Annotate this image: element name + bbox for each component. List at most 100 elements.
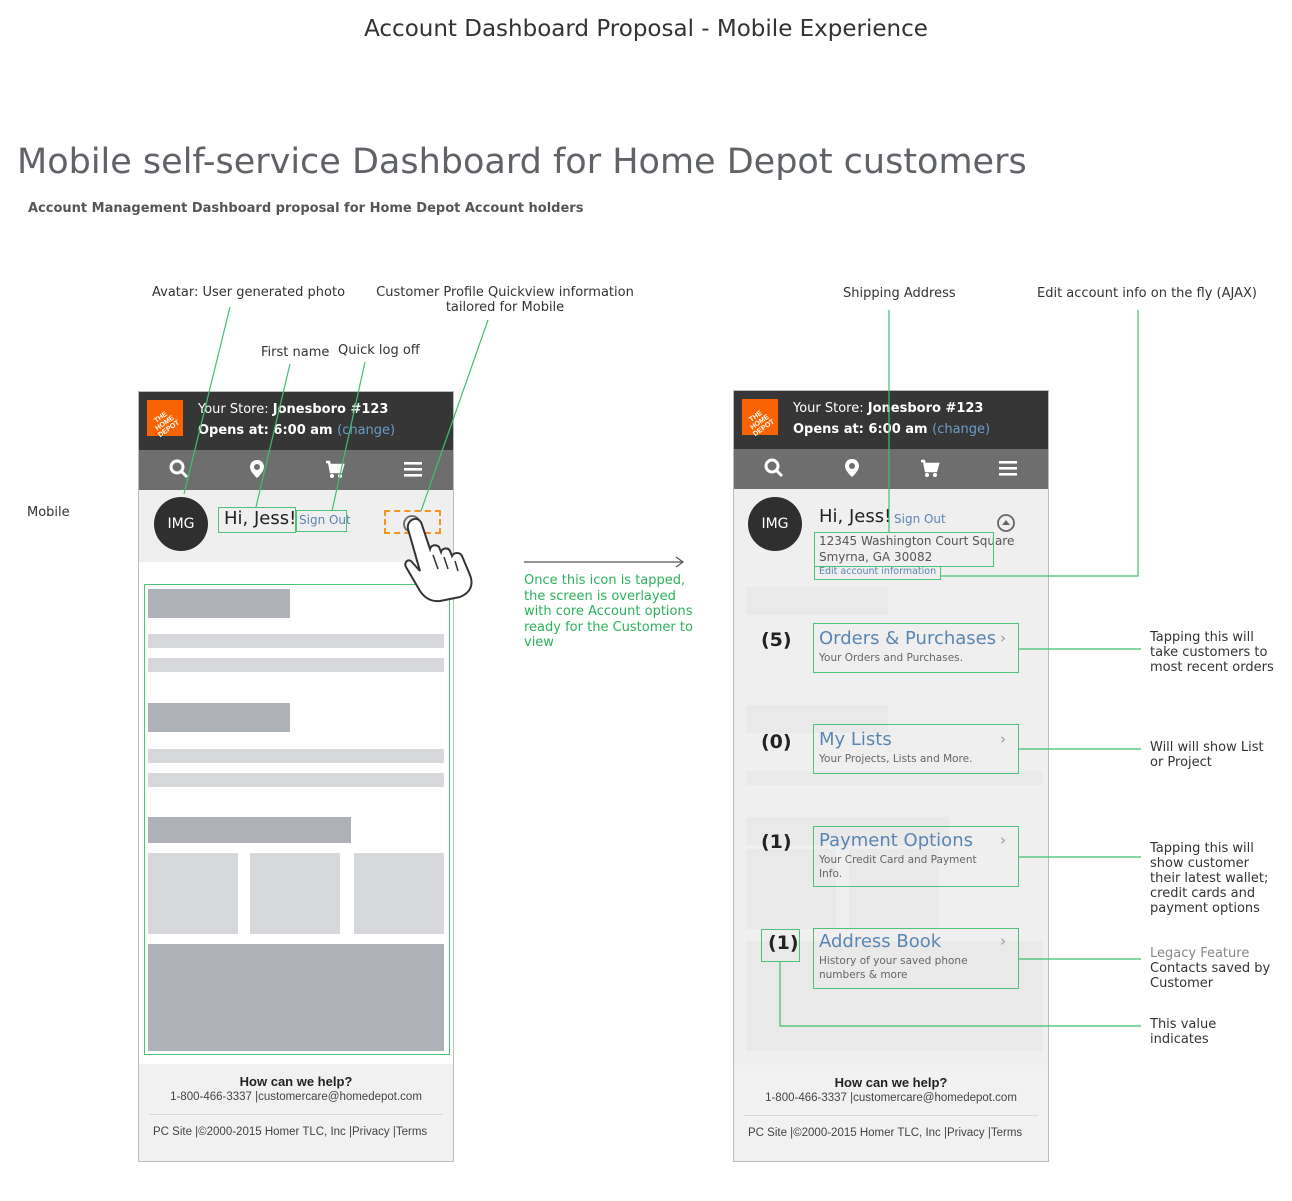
address-book-highlight xyxy=(813,928,1019,989)
phone-mockup-expanded: THE HOME DEPOT Your Store: Jonesboro #12… xyxy=(733,390,1049,1162)
payment-count: (1) xyxy=(761,831,792,853)
faded-block xyxy=(746,849,836,929)
annotation-value-note: This value indicates xyxy=(1150,1017,1217,1047)
store-line: Your Store: Jonesboro #123 xyxy=(793,401,984,416)
annotation-quick-logoff: Quick log off xyxy=(338,343,420,358)
faded-block xyxy=(746,771,1042,785)
address-book-title[interactable]: Address Book xyxy=(819,931,942,952)
store-header: THE HOME DEPOT Your Store: Jonesboro #12… xyxy=(139,392,453,450)
faded-block xyxy=(849,849,939,929)
content-overlay-area xyxy=(144,584,450,1055)
sign-out-highlight xyxy=(296,510,347,532)
annotation-orders-note: Tapping this will take customers to most… xyxy=(1150,630,1274,675)
lists-count: (0) xyxy=(761,731,792,753)
placeholder-line xyxy=(148,773,444,787)
collapse-toggle-icon[interactable] xyxy=(996,513,1016,533)
orders-title[interactable]: Orders & Purchases xyxy=(819,628,997,649)
search-icon[interactable] xyxy=(168,458,190,480)
annotation-profile-quickview: Customer Profile Quickview information t… xyxy=(376,285,634,315)
chevron-right-icon[interactable]: › xyxy=(1000,831,1006,849)
help-contact[interactable]: 1-800-466-3337 |customercare@homedepot.c… xyxy=(765,1092,1017,1104)
chevron-right-icon[interactable]: › xyxy=(1000,730,1006,748)
store-name: Jonesboro #123 xyxy=(867,401,984,416)
help-footer: How can we help? 1-800-466-3337 |custome… xyxy=(734,1065,1048,1161)
nav-bar xyxy=(734,449,1048,489)
count-value-highlight xyxy=(761,929,800,962)
location-pin-icon[interactable] xyxy=(841,457,863,479)
placeholder-tile xyxy=(148,853,238,934)
placeholder-line xyxy=(148,749,444,763)
address-book-count: (1) xyxy=(768,932,799,954)
orders-desc: Your Orders and Purchases. xyxy=(819,652,963,664)
cart-icon[interactable] xyxy=(324,458,346,480)
sign-out-link[interactable]: Sign Out xyxy=(894,512,946,526)
sign-out-link[interactable]: Sign Out xyxy=(299,513,351,527)
search-icon[interactable] xyxy=(763,457,785,479)
faded-block xyxy=(746,817,949,845)
change-store-link[interactable]: (change) xyxy=(337,423,396,438)
annotation-shipping-address: Shipping Address xyxy=(843,286,956,301)
orders-count: (5) xyxy=(761,629,792,651)
chevron-right-icon[interactable]: › xyxy=(1000,932,1006,950)
menu-icon[interactable] xyxy=(402,458,424,480)
location-pin-icon[interactable] xyxy=(246,458,268,480)
annotation-tapped-note: Once this icon is tapped, the screen is … xyxy=(524,573,693,650)
annotation-payment-note: Tapping this will show customer their la… xyxy=(1150,841,1269,916)
edit-account-link[interactable]: Edit account information xyxy=(819,566,937,577)
annotation-avatar: Avatar: User generated photo xyxy=(152,285,346,300)
opens-line: Opens at: 6:00 am (change) xyxy=(198,423,396,438)
help-footer: How can we help? 1-800-466-3337 |custome… xyxy=(139,1064,453,1161)
page-title: Account Dashboard Proposal - Mobile Expe… xyxy=(364,16,928,42)
nav-bar xyxy=(139,450,453,490)
footer-links[interactable]: PC Site |©2000-2015 Homer TLC, Inc |Priv… xyxy=(153,1126,428,1138)
change-store-link[interactable]: (change) xyxy=(932,422,991,437)
annotation-legacy-label: Legacy Feature xyxy=(1150,946,1250,961)
placeholder-line xyxy=(148,634,444,648)
side-label-mobile: Mobile xyxy=(27,505,70,520)
store-header: THE HOME DEPOT Your Store: Jonesboro #12… xyxy=(734,391,1048,449)
cart-icon[interactable] xyxy=(919,457,941,479)
placeholder-heading xyxy=(148,589,290,618)
home-depot-logo[interactable]: THE HOME DEPOT xyxy=(742,399,778,438)
payment-desc: Your Credit Card and Payment Info. xyxy=(819,854,977,880)
help-contact[interactable]: 1-800-466-3337 |customercare@homedepot.c… xyxy=(170,1091,422,1103)
annotation-edit-account: Edit account info on the fly (AJAX) xyxy=(1037,286,1257,301)
lists-title[interactable]: My Lists xyxy=(819,729,892,750)
placeholder-line xyxy=(148,658,444,672)
home-depot-logo[interactable]: THE HOME DEPOT xyxy=(147,400,183,439)
address-line-2: Smyrna, GA 30082 xyxy=(819,550,933,564)
annotation-lists-note: Will will show List or Project xyxy=(1150,740,1264,770)
orders-highlight xyxy=(813,623,1019,673)
store-line: Your Store: Jonesboro #123 xyxy=(198,402,389,417)
opens-line: Opens at: 6:00 am (change) xyxy=(793,422,991,437)
placeholder-heading xyxy=(148,817,351,843)
main-heading: Mobile self-service Dashboard for Home D… xyxy=(17,142,1027,182)
footer-divider xyxy=(149,1114,443,1115)
menu-icon[interactable] xyxy=(997,457,1019,479)
store-name: Jonesboro #123 xyxy=(272,402,389,417)
chevron-right-icon[interactable]: › xyxy=(1000,629,1006,647)
placeholder-banner xyxy=(148,944,444,1051)
faded-block xyxy=(746,587,888,615)
lists-highlight xyxy=(813,724,1019,774)
hand-pointer-icon xyxy=(404,517,473,603)
lists-desc: Your Projects, Lists and More. xyxy=(819,753,973,765)
edit-account-highlight xyxy=(814,566,941,580)
payment-title[interactable]: Payment Options xyxy=(819,830,973,851)
placeholder-tile xyxy=(250,853,340,934)
annotation-first-name: First name xyxy=(261,345,330,360)
help-title: How can we help? xyxy=(834,1075,948,1090)
payment-highlight xyxy=(813,826,1019,887)
avatar[interactable]: IMG xyxy=(748,497,802,551)
logo-text: THE HOME DEPOT xyxy=(153,410,181,440)
faded-block xyxy=(746,705,888,733)
help-title: How can we help? xyxy=(239,1074,353,1089)
greeting-first-name: Hi, Jess! xyxy=(819,506,892,527)
avatar[interactable]: IMG xyxy=(154,497,208,551)
placeholder-heading xyxy=(148,703,290,732)
phone-mockup-collapsed: THE HOME DEPOT Your Store: Jonesboro #12… xyxy=(138,391,454,1162)
shipping-address-highlight xyxy=(814,532,994,567)
footer-links[interactable]: PC Site |©2000-2015 Homer TLC, Inc |Priv… xyxy=(748,1127,1023,1139)
logo-text: THE HOME DEPOT xyxy=(748,409,776,439)
footer-divider xyxy=(744,1115,1038,1116)
